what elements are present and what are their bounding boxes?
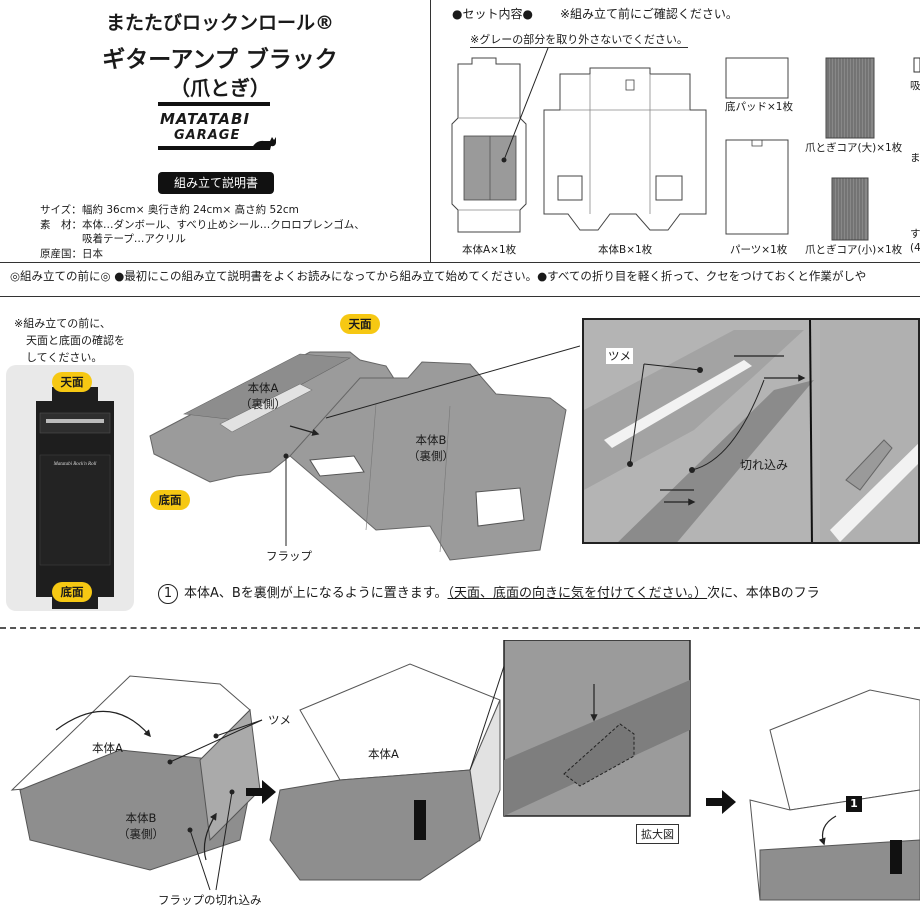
body-b-label: 本体B （裏側） — [118, 811, 164, 841]
spec-row: 吸着テープ…アクリル — [82, 233, 186, 245]
body-b-count: 本体B×1枚 — [598, 244, 653, 256]
parts-diagram — [451, 47, 920, 241]
spec-row: 原産国：日本 — [40, 247, 103, 260]
cut-off-text: 吸 — [910, 80, 920, 92]
title-line1: またたびロックンロール® — [105, 12, 334, 34]
body-b-label: 本体B （裏側） — [408, 433, 454, 463]
zoom-detail — [584, 320, 918, 542]
amp-brand-text: Matatabi Rock'n Roll — [53, 462, 97, 467]
dashed-divider — [0, 627, 920, 629]
body-b-diagram — [543, 67, 707, 231]
body-a-diagram — [451, 57, 527, 233]
spec-row: 素 材：本体…ダンボール、すべり止めシール…クロロプレンゴム、 — [40, 218, 365, 231]
divider — [0, 262, 920, 263]
body-a-label: 本体A — [368, 747, 399, 761]
zoom-label: 拡大図 — [636, 824, 679, 844]
cut-off-text: す — [910, 228, 920, 240]
core-small-count: 爪とぎコア(小)×1枚 — [805, 244, 903, 256]
callout-number: 1 — [846, 796, 862, 812]
grey-note: ※グレーの部分を取り外さないでください。 — [470, 33, 688, 48]
top-face-tag: 天面 — [340, 314, 380, 334]
parts-count: パーツ×1枚 — [730, 244, 788, 256]
parts-sheet-diagram — [725, 139, 789, 235]
title-line2: ギターアンプ ブラック — [102, 47, 338, 73]
core-small-diagram — [831, 177, 869, 241]
amp-illustration: Matatabi Rock'n Roll — [36, 387, 114, 609]
cut-label: 切れ込み — [740, 458, 789, 472]
step-number: 1 — [158, 584, 178, 604]
pre-assembly-instructions: ◎組み立ての前に◎ ●最初にこの組み立て説明書をよくお読みになってから組み立て始… — [10, 269, 867, 283]
spec-row: サイズ：幅約 36cm× 奥行き約 24cm× 高さ約 52cm — [40, 204, 299, 216]
specs-list: サイズ：幅約 36cm× 奥行き約 24cm× 高さ約 52cm 素 材：本体…… — [40, 203, 365, 261]
contents-check-note: ※組み立て前にご確認ください。 — [560, 7, 738, 21]
body-a-count: 本体A×1枚 — [462, 244, 517, 256]
tsume-label: ツメ — [268, 713, 291, 727]
body-a-label: 本体A — [92, 741, 123, 755]
title-line3: （爪とぎ） — [170, 76, 270, 100]
bottom-face-tag: 底面 — [150, 490, 190, 510]
contents-heading: ●セット内容● — [452, 7, 533, 21]
step2-diagram — [10, 640, 920, 901]
cat-icon — [252, 137, 276, 150]
bottom-pad-count: 底パッド×1枚 — [725, 101, 793, 113]
flap-label: フラップ — [266, 549, 312, 563]
top-face-tag: 天面 — [52, 372, 92, 392]
bottom-pad-diagram — [725, 57, 789, 99]
zoom-box — [582, 318, 920, 544]
assembly-manual-badge: 組み立て説明書 — [158, 172, 274, 194]
body-a-label: 本体A （裏側） — [240, 381, 286, 411]
core-large-count: 爪とぎコア(大)×1枚 — [805, 142, 903, 154]
divider — [0, 296, 920, 297]
vertical-divider — [430, 0, 431, 262]
matatabi-garage-logo: MATATABI GARAGE — [158, 98, 286, 158]
flap-cut-label: フラップの切れ込み — [158, 893, 262, 907]
cut-off-text: (4 — [910, 242, 920, 254]
cut-off-text: ま — [910, 152, 920, 164]
tsume-label: ツメ — [606, 348, 633, 364]
bottom-face-tag: 底面 — [52, 582, 92, 602]
side-note: ※組み立ての前に、 天面と底面の確認を してください。 — [14, 317, 125, 364]
step1-diagram — [149, 345, 580, 561]
